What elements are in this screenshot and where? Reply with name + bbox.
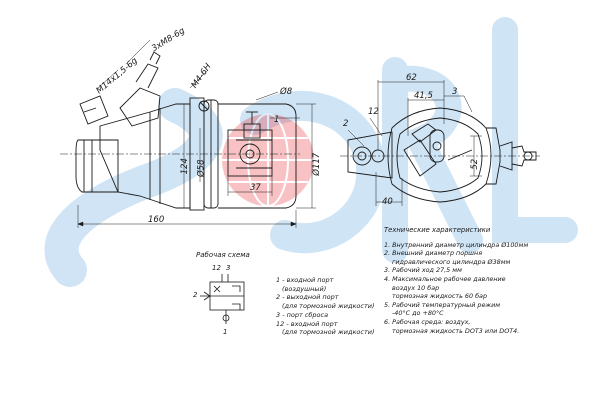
spec-2: 2. Внешний диаметр поршня (384, 249, 483, 258)
inlet-tube (75, 139, 119, 193)
housing-body (99, 103, 191, 209)
dim-d62: 62 (406, 73, 417, 83)
spec-6-sub: тормозная жидкость DOT3 или DOT4. (392, 326, 520, 335)
legend-item-1: 1 - входной порт (276, 276, 334, 284)
dim-len-160: 160 (148, 215, 165, 225)
dim-d8: Ø8 (280, 87, 293, 97)
schema-port-1: 1 (223, 328, 228, 336)
legend-item-2-sub: (для тормозной жидкости) (282, 302, 375, 311)
dim-d58: Ø58 (196, 159, 207, 178)
spec-4: 4. Максимальное рабочее давление (384, 274, 506, 283)
spec-6: 6. Рабочая среда: воздух, (384, 317, 471, 326)
spec-5-sub: -40°C до +80°C (392, 309, 444, 318)
spec-2-sub: гидравлического цилиндра Ø38мм (392, 257, 511, 266)
dim-d117: Ø117 (312, 152, 323, 176)
schema-title: Рабочая схема (196, 251, 250, 259)
dim-ref-12: 12 (368, 107, 379, 117)
outlet-port (227, 129, 273, 177)
spec-3: 3. Рабочий ход 27,5 мм (384, 266, 462, 275)
right-view-dimensions (347, 80, 482, 206)
dim-d52: 52 (470, 158, 481, 170)
legend-item-3: 3 - порт сброса (276, 310, 329, 319)
schema-legend: 1 - входной порт (воздушный) 2 - выходно… (276, 276, 386, 337)
dim-d37: 37 (250, 183, 261, 193)
specs-title: Технические характеристики (384, 226, 491, 234)
spec-5: 5. Рабочий температурный режим (384, 300, 501, 309)
dim-ref-1: 1 (274, 115, 280, 125)
working-schema (200, 274, 245, 324)
dim-d41-5: 41,5 (414, 91, 433, 101)
spec-4-sub: воздух 10 бар (392, 283, 440, 292)
dim-ref-3: 3 (452, 87, 458, 97)
hydraulic-cylinder (347, 131, 393, 179)
spec-1: 1. Внутренний диаметр цилиндра Ø100мм (384, 240, 529, 249)
dim-ref-2: 2 (343, 119, 349, 129)
watermark-globe (222, 113, 314, 207)
diaphragm-housing (387, 107, 492, 203)
schema-port-12: 12 (212, 264, 221, 272)
technical-specs: Технические характеристики 1. Внутренний… (384, 226, 596, 335)
left-view-dimensions (77, 39, 316, 228)
spec-4-sub2: тормозная жидкость 60 бар (392, 292, 487, 301)
watermark-l-shape (492, 17, 578, 243)
top-pipe (411, 123, 437, 143)
dim-d124: 124 (179, 158, 190, 175)
schema-port-3: 3 (226, 264, 231, 272)
top-fitting (119, 87, 161, 127)
schema-port-2: 2 (193, 291, 198, 299)
left-view-booster (60, 51, 300, 211)
cylinder-body (218, 103, 297, 209)
right-view-booster (340, 107, 540, 203)
legend-item-2: 2 - выходной порт (276, 293, 339, 302)
legend-item-12: 12 - входной порт (276, 319, 338, 328)
legend-item-12-sub: (для тормозной жидкости) (282, 328, 375, 337)
dim-d40: 40 (382, 197, 393, 207)
legend-item-1-sub: (воздушный) (282, 284, 327, 293)
